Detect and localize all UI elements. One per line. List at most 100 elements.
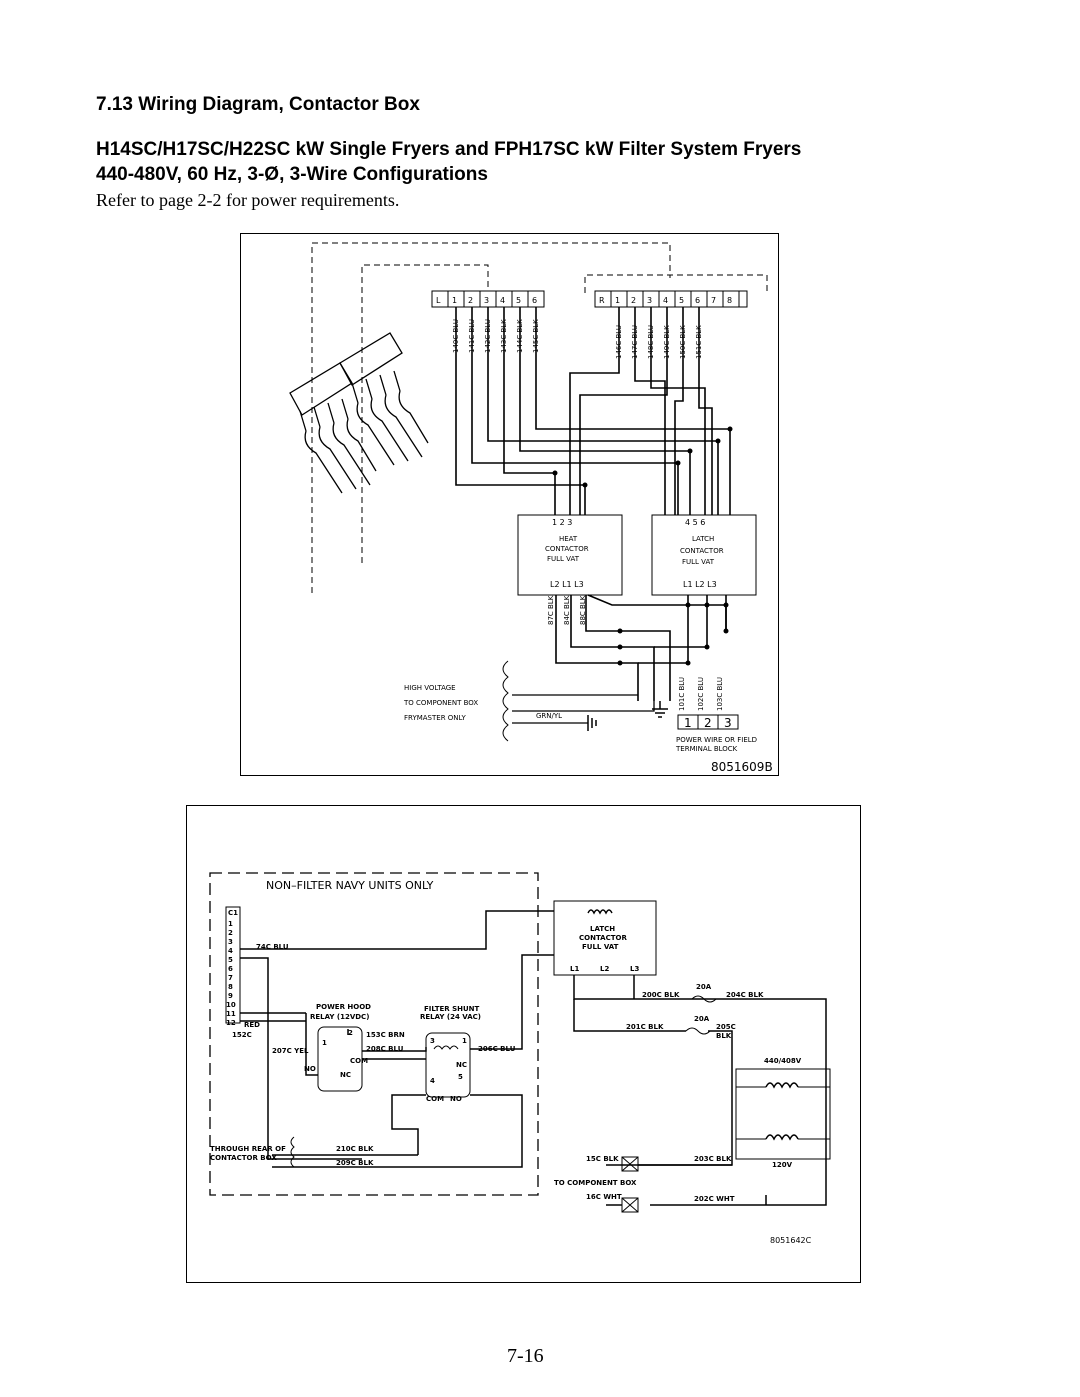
terminal-block-label: TERMINAL BLOCK bbox=[675, 745, 738, 753]
wire-label: 153C BRN bbox=[366, 1031, 405, 1039]
relay-label: POWER HOOD bbox=[316, 1003, 371, 1011]
wire-label: 209C BLK bbox=[336, 1159, 374, 1167]
latch-label: FULL VAT bbox=[582, 943, 619, 951]
wire-label: 202C WHT bbox=[694, 1195, 735, 1203]
dashed-sensor-leads bbox=[311, 242, 768, 593]
pin: 9 bbox=[228, 992, 233, 1000]
pin: 5 bbox=[458, 1073, 463, 1081]
high-voltage-label: HIGH VOLTAGE TO COMPONENT BOX FRYMASTER … bbox=[403, 660, 509, 742]
latch-contactor-label: LATCH bbox=[692, 535, 714, 543]
latch-contactor: 4 5 6 LATCH CONTACTOR FULL VAT L1 L2 L3 bbox=[651, 514, 757, 596]
terminal-label: 2 bbox=[468, 296, 473, 305]
pin: 2 bbox=[348, 1029, 353, 1037]
pin: NO bbox=[450, 1095, 462, 1103]
wire-junctions bbox=[552, 426, 733, 488]
wire-label: 87C BLK bbox=[547, 595, 555, 625]
terminal-label: 5 bbox=[679, 296, 684, 305]
terminal-label: 2 bbox=[631, 296, 636, 305]
pin: 4 bbox=[430, 1077, 435, 1085]
terminal-label: 4 bbox=[500, 296, 505, 305]
pin: 10 bbox=[226, 1001, 236, 1009]
fuse-icon bbox=[691, 995, 717, 1003]
power-hood-relay: POWER HOOD RELAY (12VDC) 2 1 NO NC COM 2… bbox=[272, 1003, 371, 1092]
pin: 5 bbox=[228, 956, 233, 964]
pin: 3 bbox=[430, 1037, 435, 1045]
relay-label: RELAY (12VDC) bbox=[310, 1013, 369, 1021]
fuse-icon bbox=[685, 1027, 711, 1035]
pin: COM bbox=[426, 1095, 444, 1103]
heat-contactor: 1 2 3 HEAT CONTACTOR FULL VAT L2 L1 L3 bbox=[517, 514, 623, 596]
terminal-label: 6 bbox=[532, 296, 537, 305]
hv-label-line: HIGH VOLTAGE bbox=[404, 684, 456, 692]
terminal-block-right: R 1 2 3 4 5 6 7 8 bbox=[594, 290, 748, 308]
voltage-label: 440/408V bbox=[764, 1057, 802, 1065]
terminal-label: 1 bbox=[615, 296, 620, 305]
connector-c1: C1 1 2 3 4 5 6 7 8 9 10 11 12 bbox=[225, 906, 241, 1027]
pin: 1 bbox=[322, 1039, 327, 1047]
element-wires bbox=[455, 307, 731, 515]
latch-label: LATCH bbox=[590, 925, 615, 933]
contactor-wire-labels: 87C BLK 84C BLK 88C BLK bbox=[547, 595, 587, 625]
wire-label: 15C BLK bbox=[586, 1155, 619, 1163]
wire-label: 208C BLU bbox=[366, 1045, 404, 1053]
terminal: L2 bbox=[600, 965, 609, 973]
subtitle-line-1: H14SC/H17SC/H22SC kW Single Fryers and F… bbox=[96, 139, 802, 160]
wire-label: RED bbox=[244, 1021, 260, 1029]
wire-label: 84C BLK bbox=[563, 595, 571, 625]
terminal: L1 bbox=[570, 965, 579, 973]
contactor-output-wires bbox=[555, 594, 727, 701]
ground-icon bbox=[587, 701, 668, 731]
heating-element-left-icon bbox=[289, 362, 377, 494]
wire-label: 101C BLU bbox=[678, 677, 686, 711]
through-rear-label: THROUGH REAR OF bbox=[210, 1145, 286, 1153]
diagram2-part-number: 8051642C bbox=[770, 1236, 812, 1245]
terminal-label: 1 bbox=[452, 296, 457, 305]
right-wire-labels: 146C BLU 147C BLU 148C BLU 149C BLK 150C… bbox=[615, 325, 703, 359]
diagram1-part-number: 8051609B bbox=[711, 760, 773, 774]
through-rear-label: CONTACTOR BOX bbox=[210, 1154, 277, 1162]
connector-x-icon bbox=[621, 1197, 639, 1213]
terminal-label: 5 bbox=[516, 296, 521, 305]
connector-x-icon bbox=[621, 1156, 639, 1172]
terminal-label: 3 bbox=[647, 296, 652, 305]
latch-contactor-2: LATCH CONTACTOR FULL VAT L1 L2 L3 bbox=[553, 900, 657, 976]
pin: 1 bbox=[462, 1037, 467, 1045]
pin: NC bbox=[340, 1071, 351, 1079]
pin: 12 bbox=[226, 1019, 236, 1027]
wire-label: 201C BLK bbox=[626, 1023, 664, 1031]
fuse-label: 20A bbox=[694, 1015, 710, 1023]
latch-terminals-top: 4 5 6 bbox=[685, 518, 705, 527]
heat-terminals-top: 1 2 3 bbox=[552, 518, 572, 527]
pin: COM bbox=[350, 1057, 368, 1065]
pin: 11 bbox=[226, 1010, 236, 1018]
hv-wires bbox=[512, 694, 655, 724]
wire-label: 210C BLK bbox=[336, 1145, 374, 1153]
terminal-number: 3 bbox=[724, 716, 732, 730]
wire-label: 204C BLK bbox=[726, 991, 764, 999]
transformer: 440/408V 120V bbox=[735, 1057, 831, 1169]
wiring-diagram-non-filter-navy: NON–FILTER NAVY UNITS ONLY C1 1 2 3 4 5 … bbox=[186, 805, 861, 1283]
navy-wires bbox=[240, 910, 827, 1206]
wire-label: 207C YEL bbox=[272, 1047, 309, 1055]
hv-label-line: TO COMPONENT BOX bbox=[403, 699, 478, 707]
terminal-number: 1 bbox=[684, 716, 692, 730]
terminal-label: 4 bbox=[663, 296, 668, 305]
to-component-label: TO COMPONENT BOX bbox=[554, 1179, 637, 1187]
navy-units-header: NON–FILTER NAVY UNITS ONLY bbox=[266, 879, 434, 892]
contactor-junctions bbox=[617, 602, 729, 666]
power-terminal-block: 101C BLU 102C BLU 103C BLU 1 2 3 POWER W… bbox=[675, 677, 757, 753]
pin: NO bbox=[304, 1065, 316, 1073]
hv-label-line: FRYMASTER ONLY bbox=[404, 714, 466, 722]
terminal: L3 bbox=[630, 965, 639, 973]
heat-contactor-label: CONTACTOR bbox=[545, 545, 589, 553]
terminal-block-left: L 1 2 3 4 5 6 bbox=[431, 290, 545, 308]
wire-label: 88C BLK bbox=[579, 595, 587, 625]
wiring-diagram-contactor-box: L 1 2 3 4 5 6 R 1 2 3 4 5 6 7 8 140C BLU… bbox=[240, 233, 779, 776]
terminal-label: 7 bbox=[711, 296, 716, 305]
wire-label: 16C WHT bbox=[586, 1193, 622, 1201]
pin: 4 bbox=[228, 947, 233, 955]
wire-label: 102C BLU bbox=[697, 677, 705, 711]
terminal-label: 3 bbox=[484, 296, 489, 305]
wire-label: 74C BLU bbox=[256, 943, 289, 951]
page-subtitle: H14SC/H17SC/H22SC kW Single Fryers and F… bbox=[96, 137, 801, 187]
